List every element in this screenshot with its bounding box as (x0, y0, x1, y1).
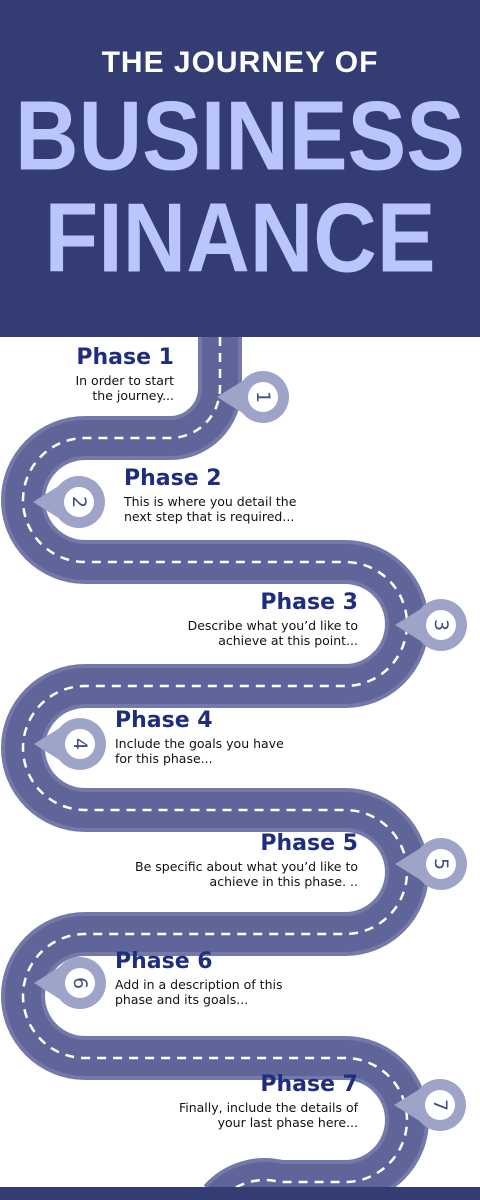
phase-block-1: Phase 1 In order to start the journey... (75, 345, 174, 403)
title-line-1: BUSINESS (15, 80, 465, 191)
pin-center (248, 382, 278, 412)
title-line-2: FINANCE (44, 182, 436, 293)
pin-center (426, 849, 456, 879)
pin-number: 6 (69, 977, 91, 989)
phase-block-5: Phase 5 Be specific about what you’d like… (135, 831, 358, 889)
phase-title: Phase 1 (76, 345, 174, 370)
phase-title: Phase 4 (115, 708, 213, 733)
phase-description: Include the goals you have for this phas… (115, 736, 284, 766)
map-pin-icon: 2 (33, 476, 105, 528)
phase-description: Be specific about what you’d like to ach… (135, 859, 358, 889)
phase-block-3: Phase 3 Describe what you’d like to achie… (188, 590, 358, 648)
map-pin-icon: 1 (217, 371, 289, 423)
pin-center (425, 1090, 455, 1120)
phase-block-4: Phase 4 Include the goals you have for th… (115, 708, 284, 766)
phase-description: Add in a description of this phase and i… (115, 977, 283, 1007)
footer-bar (0, 1187, 480, 1200)
phase-block-7: Phase 7 Finally, include the details of y… (179, 1072, 358, 1130)
phase-block-6: Phase 6 Add in a description of this phas… (115, 949, 282, 1007)
phase-description: This is where you detail the next step t… (124, 494, 297, 524)
map-pin-icon: 5 (395, 838, 467, 890)
phase-title: Phase 3 (260, 590, 358, 615)
pin-number: 5 (430, 858, 452, 870)
phase-block-2: Phase 2 This is where you detail the next… (124, 466, 296, 524)
map-pin-icon: 7 (394, 1079, 466, 1131)
phase-title: Phase 6 (115, 949, 213, 974)
phase-title: Phase 5 (260, 831, 358, 856)
pre-title: THE JOURNEY OF (101, 46, 379, 79)
pin-number: 3 (430, 619, 452, 631)
map-pin-icon: 3 (395, 599, 467, 651)
pin-center (64, 487, 94, 517)
pin-number: 1 (252, 391, 274, 403)
pin-number: 7 (429, 1099, 451, 1111)
pin-center (65, 968, 95, 998)
phase-title: Phase 2 (124, 466, 222, 491)
pin-center (426, 610, 456, 640)
phase-description: Describe what you’d like to achieve at t… (187, 618, 358, 648)
map-pin-icon: 4 (34, 718, 106, 770)
header-banner: THE JOURNEY OF BUSINESS FINANCE (0, 0, 480, 337)
phase-description: Finally, include the details of your las… (178, 1100, 358, 1130)
road-center-line (21, 337, 409, 1187)
pin-number: 4 (69, 738, 91, 750)
pin-number: 2 (68, 496, 90, 508)
phase-description: In order to start the journey... (75, 373, 174, 403)
phase-title: Phase 7 (260, 1072, 358, 1097)
pin-center (65, 729, 95, 759)
map-pin-icon: 6 (34, 957, 106, 1009)
